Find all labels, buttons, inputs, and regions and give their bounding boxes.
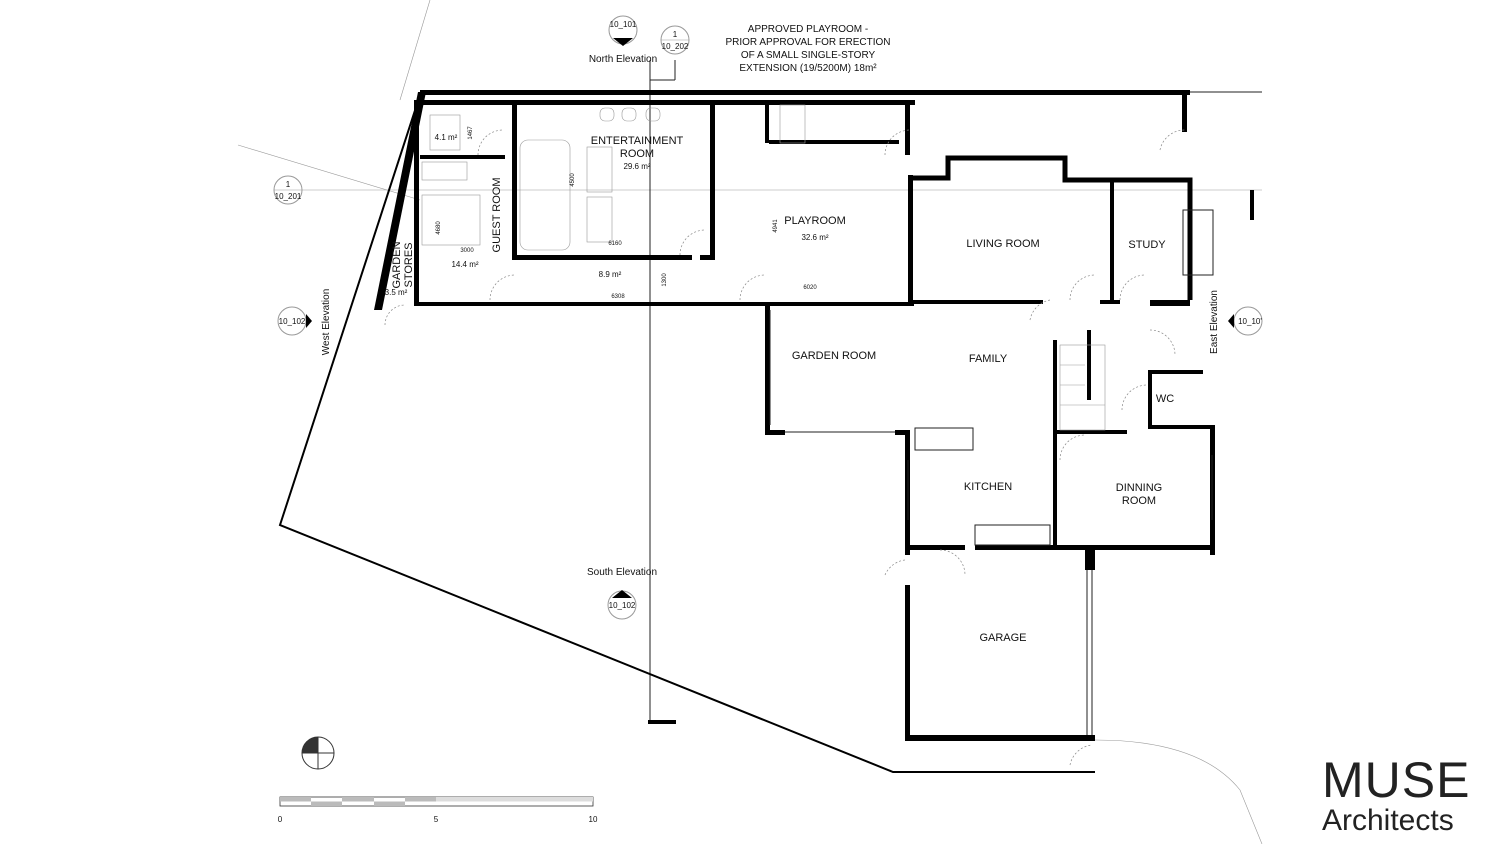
dimension: 1467 [468,126,474,140]
marker-ref: 10_101 [610,20,637,29]
walls [414,92,1215,741]
marker-label: West Elevation [321,289,332,356]
approval-annotation: APPROVED PLAYROOM - PRIOR APPROVAL FOR E… [725,24,890,74]
room-name: ENTERTAINMENT [591,135,684,147]
room-name: DINNING [1116,482,1162,494]
marker-label: East Elevation [1209,290,1220,354]
section-marker-top[interactable]: 1 10_202 [660,25,690,55]
marker-label: North Elevation [589,54,657,65]
room-name: PLAYROOM [784,215,846,227]
marker-ref: 10_102 [279,317,306,326]
marker-label: South Elevation [587,567,657,578]
marker-num: 1 [673,30,678,39]
marker-num: 1 [286,180,291,189]
room-area: 3.5 m² [385,288,408,297]
furniture [421,107,661,251]
room-area: 14.4 m² [451,260,478,269]
dimension: 4680 [436,221,442,235]
staircase [779,104,1106,431]
room-area: 29.6 m² [623,162,650,171]
muse-architects-logo: MUSE Architects [1322,752,1470,837]
room-area: 8.9 m² [599,270,622,279]
room-name: ROOM [1122,495,1156,507]
room-name: GUEST ROOM [491,178,503,253]
annotation-line: EXTENSION (19/5200M) 18m² [739,63,877,74]
scale-bar: 0 5 10 [278,796,598,824]
marker-ref: 10_102 [609,601,636,610]
marker-ref: 10_201 [275,192,302,201]
room-name: GARAGE [979,632,1026,644]
dimension: 6020 [803,285,817,291]
logo-text: Architects [1322,804,1454,837]
scale-label: 0 [278,815,283,824]
annotation-line: APPROVED PLAYROOM - [748,24,868,35]
dimension: 3000 [460,248,474,254]
room-name: FAMILY [969,353,1008,365]
room-labels: GARDEN STORES 3.5 m² 4.1 m² 1467 GUEST R… [385,126,1175,644]
door-swings [384,129,1186,766]
room-name: GARDEN ROOM [792,350,876,362]
scale-label: 10 [589,815,598,824]
east-elevation-marker[interactable]: 10_10' East Elevation [1209,290,1263,354]
room-name: GARDEN [391,241,403,288]
dimension: 6308 [611,294,625,300]
site-guides [237,0,1263,844]
section-marker-left[interactable]: 1 10_201 [273,175,303,205]
south-elevation-marker[interactable]: 10_102 South Elevation [587,567,657,620]
annotation-line: PRIOR APPROVAL FOR ERECTION [725,37,890,48]
room-area: 4.1 m² [435,133,458,142]
room-name: LIVING ROOM [966,238,1039,250]
dimension: 6160 [608,241,622,247]
north-elevation-marker[interactable]: 10_101 North Elevation [589,15,657,65]
scale-label: 5 [434,815,439,824]
marker-ref: 10_10' [1238,317,1262,326]
annotation-line: OF A SMALL SINGLE-STORY [741,50,876,61]
site-boundary [278,90,1262,773]
room-name: STORES [403,242,415,287]
room-area: 32.6 m² [801,233,828,242]
room-name: STUDY [1128,239,1166,251]
room-name: KITCHEN [964,481,1012,493]
room-name: WC [1156,393,1174,405]
dimension: 4500 [570,173,576,187]
north-arrow-icon [301,736,335,770]
marker-ref: 10_202 [662,42,689,51]
west-elevation-marker[interactable]: 10_102 West Elevation [277,289,332,356]
room-name: ROOM [620,148,654,160]
dimension: 4941 [773,219,779,233]
dimension: 1300 [662,273,668,287]
logo-text: MUSE [1322,752,1470,808]
